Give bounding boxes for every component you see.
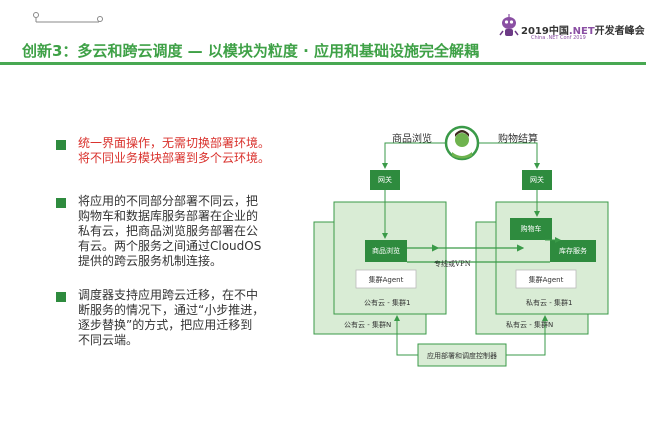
inventory-label: 库存服务: [559, 247, 587, 255]
bullet-line: 购物车和数据库服务部署在企业的: [78, 209, 259, 223]
title-underline: [0, 62, 646, 65]
page-title: 创新3：多云和跨云调度 — 以模块为粒度 · 应用和基础设施完全解耦: [22, 42, 480, 60]
bullet-text-3: 调度器支持应用跨云迁移，在不中 断服务的情况下，通过“小步推进， 逐步替换”的方…: [78, 288, 278, 348]
private-agent-label: 集群Agent: [528, 276, 564, 284]
conference-title: 2019中国.NET开发者峰会: [521, 26, 645, 37]
bullet-text-2: 将应用的不同部分部署不同云，把 购物车和数据库服务部署在企业的 私有云，把商品浏…: [78, 194, 278, 269]
bullet-marker: [56, 140, 66, 150]
bullet-line: 不同云端。: [78, 333, 139, 347]
private-cluster-1-label: 私有云 - 集群1: [526, 299, 573, 307]
dotnet-bot-logo-icon: [499, 14, 519, 36]
bullet-line: 断服务的情况下，通过“小步推进，: [78, 303, 265, 317]
checkout-label: 购物结算: [498, 134, 538, 145]
product-browse-label: 商品浏览: [372, 247, 400, 255]
bullet-marker: [56, 198, 66, 208]
cart-service-box: [510, 218, 552, 240]
private-gateway-box: [522, 170, 552, 190]
bullet-line: 提供的跨云服务机制连接。: [78, 254, 223, 268]
browse-label: 商品浏览: [392, 134, 432, 145]
private-gateway-label: 网关: [530, 176, 544, 184]
connector-user-to-public-gateway: [382, 142, 445, 169]
decorative-circuit-icon: [33, 12, 103, 23]
vpn-label: 专线或VPN: [434, 260, 471, 268]
public-agent-label: 集群Agent: [368, 276, 404, 284]
product-browse-service-box: [365, 240, 407, 262]
connector-controller-to-public: [394, 315, 418, 356]
bullet-line: 私有云，把商品浏览服务部署在公: [78, 224, 259, 238]
bullet-line: 将应用的不同部分部署不同云，把: [78, 194, 259, 208]
public-cluster-n-label: 公有云 - 集群N: [344, 321, 392, 329]
bullet-line: 统一界面操作，无需切换部署环境。: [78, 136, 271, 150]
cart-label: 购物车: [520, 225, 542, 233]
inventory-service-box: [550, 240, 596, 262]
connector-controller-to-private: [506, 315, 548, 356]
public-agent-box: [355, 269, 417, 289]
connector-user-to-private-gateway: [479, 142, 540, 169]
public-gateway-label: 网关: [378, 176, 392, 184]
bullet-line: 将不同业务模块部署到多个云环境。: [78, 151, 271, 165]
conference-subtitle: China .NET Conf 2019: [531, 35, 586, 41]
private-cluster-n-label: 私有云 - 集群N: [506, 321, 554, 329]
public-gateway-box: [370, 170, 400, 190]
user-avatar-icon: [444, 125, 480, 161]
bullet-text-1: 统一界面操作，无需切换部署环境。 将不同业务模块部署到多个云环境。: [78, 136, 278, 166]
bullet-line: 有云。两个服务之间通过CloudOS: [78, 239, 262, 253]
public-cluster-1-label: 公有云 - 集群1: [364, 299, 411, 307]
controller-label: 应用部署和调度控制器: [427, 352, 497, 360]
bullet-line: 逐步替换”的方式，把应用迁移到: [78, 318, 253, 332]
bullet-marker: [56, 292, 66, 302]
private-agent-box: [515, 269, 577, 289]
bullet-line: 调度器支持应用跨云迁移，在不中: [78, 288, 259, 302]
